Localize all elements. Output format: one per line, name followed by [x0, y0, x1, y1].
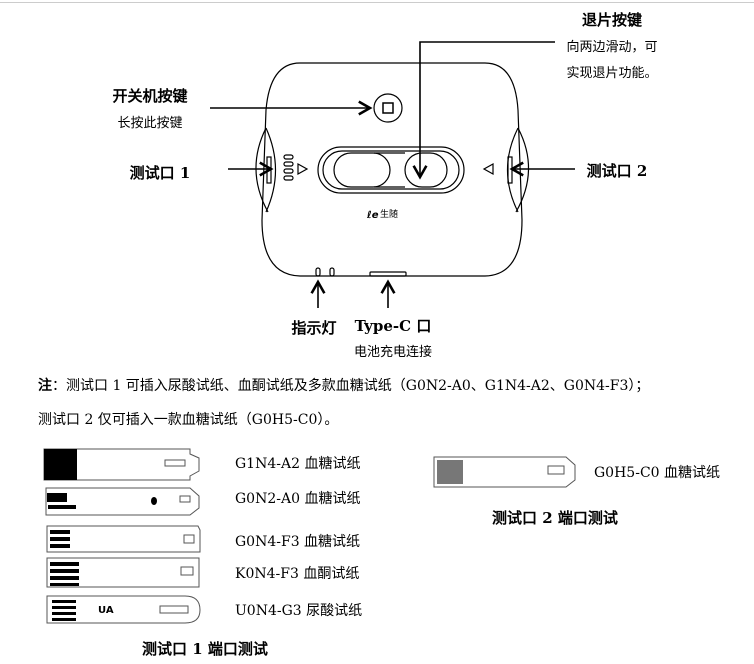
strip-g0n2-a0 [45, 487, 200, 516]
port1-label: 测试口 1 [129, 164, 191, 182]
note-line-2: 测试口 2 仅可插入一款血糖试纸（G0H5-C0）。 [38, 412, 339, 428]
indicator-label: 指示灯 [291, 319, 337, 337]
svg-text:生随: 生随 [380, 208, 398, 220]
strip-label: U0N4-G3 尿酸试纸 [235, 603, 363, 619]
typec-desc: 电池充电连接 [353, 345, 433, 360]
port1-bezel [255, 127, 269, 213]
strip-label: G0N2-A0 血糖试纸 [235, 491, 361, 507]
indicator-light [315, 267, 321, 277]
port2-caption: 测试口 2 端口测试 [492, 509, 618, 527]
eject-button-desc-2: 实现退片功能。 [566, 66, 658, 81]
power-button-title: 开关机按键 [112, 87, 188, 105]
port1-slot [266, 156, 272, 184]
ua-strip-text: UA [98, 605, 114, 616]
eject-button-title: 退片按键 [581, 11, 643, 29]
note-prefix: 注 [38, 378, 52, 394]
strip-g1n4-a2 [43, 448, 200, 481]
port2-label: 测试口 2 [586, 162, 648, 180]
strip-g0n4-f3 [46, 525, 201, 553]
eject-slider [317, 146, 465, 194]
port2-bezel [515, 127, 530, 213]
note-text-1: ：测试口 1 可插入尿酸试纸、血酮试纸及多款血糖试纸（G0N2-A0、G1N4-… [52, 378, 650, 394]
strip-label: G0H5-C0 血糖试纸 [594, 465, 721, 481]
power-button-desc: 长按此按键 [117, 116, 183, 131]
note-line-1: 注：测试口 1 可插入尿酸试纸、血酮试纸及多款血糖试纸（G0N2-A0、G1N4… [38, 375, 649, 395]
port1-caption: 测试口 1 端口测试 [142, 640, 268, 658]
strip-label: G0N4-F3 血糖试纸 [235, 534, 361, 550]
strip-label: K0N4-F3 血酮试纸 [235, 566, 360, 582]
strip-u0n4-g3 [46, 595, 201, 624]
typec-port [369, 271, 407, 277]
strip-k0n4-f3 [46, 557, 200, 588]
eject-arrow [412, 41, 555, 180]
strip-label: G1N4-A2 血糖试纸 [235, 456, 361, 472]
power-button [373, 93, 403, 123]
brand-logo: ℓe 生随 [366, 208, 398, 221]
strip-g0h5-c0 [433, 456, 576, 488]
svg-text:ℓe: ℓe [366, 210, 379, 221]
eject-button-desc: 向两边滑动，可 [566, 40, 658, 55]
device-body [261, 62, 523, 277]
divider [0, 2, 754, 3]
typec-title: Type-C 口 [354, 317, 432, 335]
